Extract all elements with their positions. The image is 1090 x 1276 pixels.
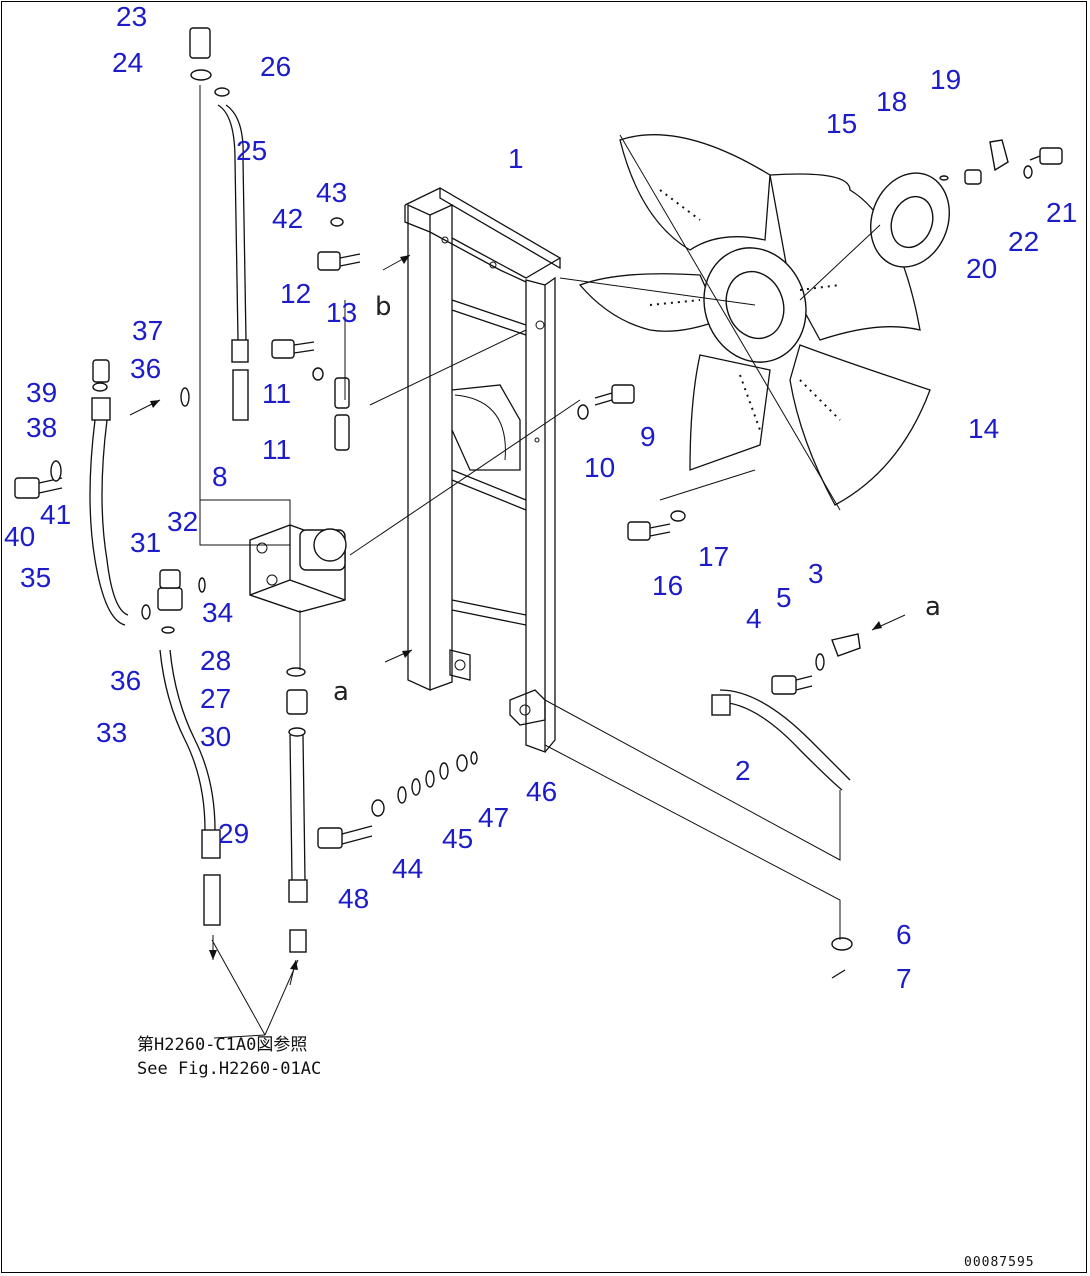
callout-27: 27 — [200, 683, 231, 714]
callout-45: 45 — [442, 823, 473, 854]
callout-26: 26 — [260, 51, 291, 82]
connection-letter-a-left: a — [333, 677, 349, 707]
callout-23: 23 — [116, 1, 147, 32]
callout-12: 12 — [280, 278, 311, 309]
callout-31: 31 — [130, 527, 161, 558]
callout-29: 29 — [218, 818, 249, 849]
document-id: 00087595 — [964, 1255, 1035, 1270]
callout-39: 39 — [26, 377, 57, 408]
callout-38: 38 — [26, 412, 57, 443]
callout-11: 11 — [262, 378, 291, 409]
connection-letter-a-right: a — [925, 592, 941, 622]
callout-10: 10 — [584, 452, 615, 483]
callout-35: 35 — [20, 562, 51, 593]
callout-7: 7 — [896, 963, 912, 994]
callout-1: 1 — [508, 143, 524, 174]
fan-spacer — [869, 172, 951, 268]
callout-25: 25 — [236, 135, 267, 166]
callout-18: 18 — [876, 86, 907, 117]
callout-22: 22 — [1008, 226, 1039, 257]
callout-30: 30 — [200, 721, 231, 752]
callout-19: 19 — [930, 64, 961, 95]
callout-33: 33 — [96, 717, 127, 748]
callout-16: 16 — [652, 570, 683, 601]
callout-20: 20 — [966, 253, 997, 284]
callout-8: 8 — [212, 461, 228, 492]
callout-labels: 1234567891011111213141516171819202122232… — [4, 1, 1077, 994]
callout-47: 47 — [478, 802, 509, 833]
callout-48: 48 — [338, 883, 369, 914]
callout-6: 6 — [896, 919, 912, 950]
callout-2: 2 — [735, 755, 751, 786]
callout-37: 37 — [132, 315, 163, 346]
callout-36: 36 — [130, 353, 161, 384]
callout-41: 41 — [40, 499, 71, 530]
callout-14: 14 — [968, 413, 999, 444]
callout-15: 15 — [826, 108, 857, 139]
callout-4: 4 — [746, 603, 762, 634]
radiator-frame — [404, 187, 562, 753]
reference-note-en: See Fig.H2260-01AC — [137, 1059, 321, 1079]
cooling-fan — [578, 134, 931, 506]
callout-40: 40 — [4, 521, 35, 552]
callout-28: 28 — [200, 645, 231, 676]
callout-5: 5 — [776, 582, 792, 613]
callout-42: 42 — [272, 203, 303, 234]
callout-3: 3 — [808, 558, 824, 589]
callout-44: 44 — [392, 853, 423, 884]
leader-lines — [129, 85, 906, 1039]
callout-21: 21 — [1046, 197, 1077, 228]
callout-32: 32 — [167, 506, 198, 537]
callout-17: 17 — [698, 541, 729, 572]
callout-11: 11 — [262, 434, 291, 465]
valve-block — [249, 524, 347, 613]
callout-46: 46 — [526, 776, 557, 807]
callout-34: 34 — [202, 597, 233, 628]
fittings — [14, 27, 1063, 979]
hoses — [89, 104, 851, 953]
callout-43: 43 — [316, 177, 347, 208]
callout-36: 36 — [110, 665, 141, 696]
connection-letter-b: b — [375, 292, 392, 322]
callout-9: 9 — [640, 421, 656, 452]
reference-note-jp: 第H2260-C1A0図参照 — [137, 1035, 307, 1055]
callout-13: 13 — [326, 297, 357, 328]
callout-24: 24 — [112, 47, 143, 78]
